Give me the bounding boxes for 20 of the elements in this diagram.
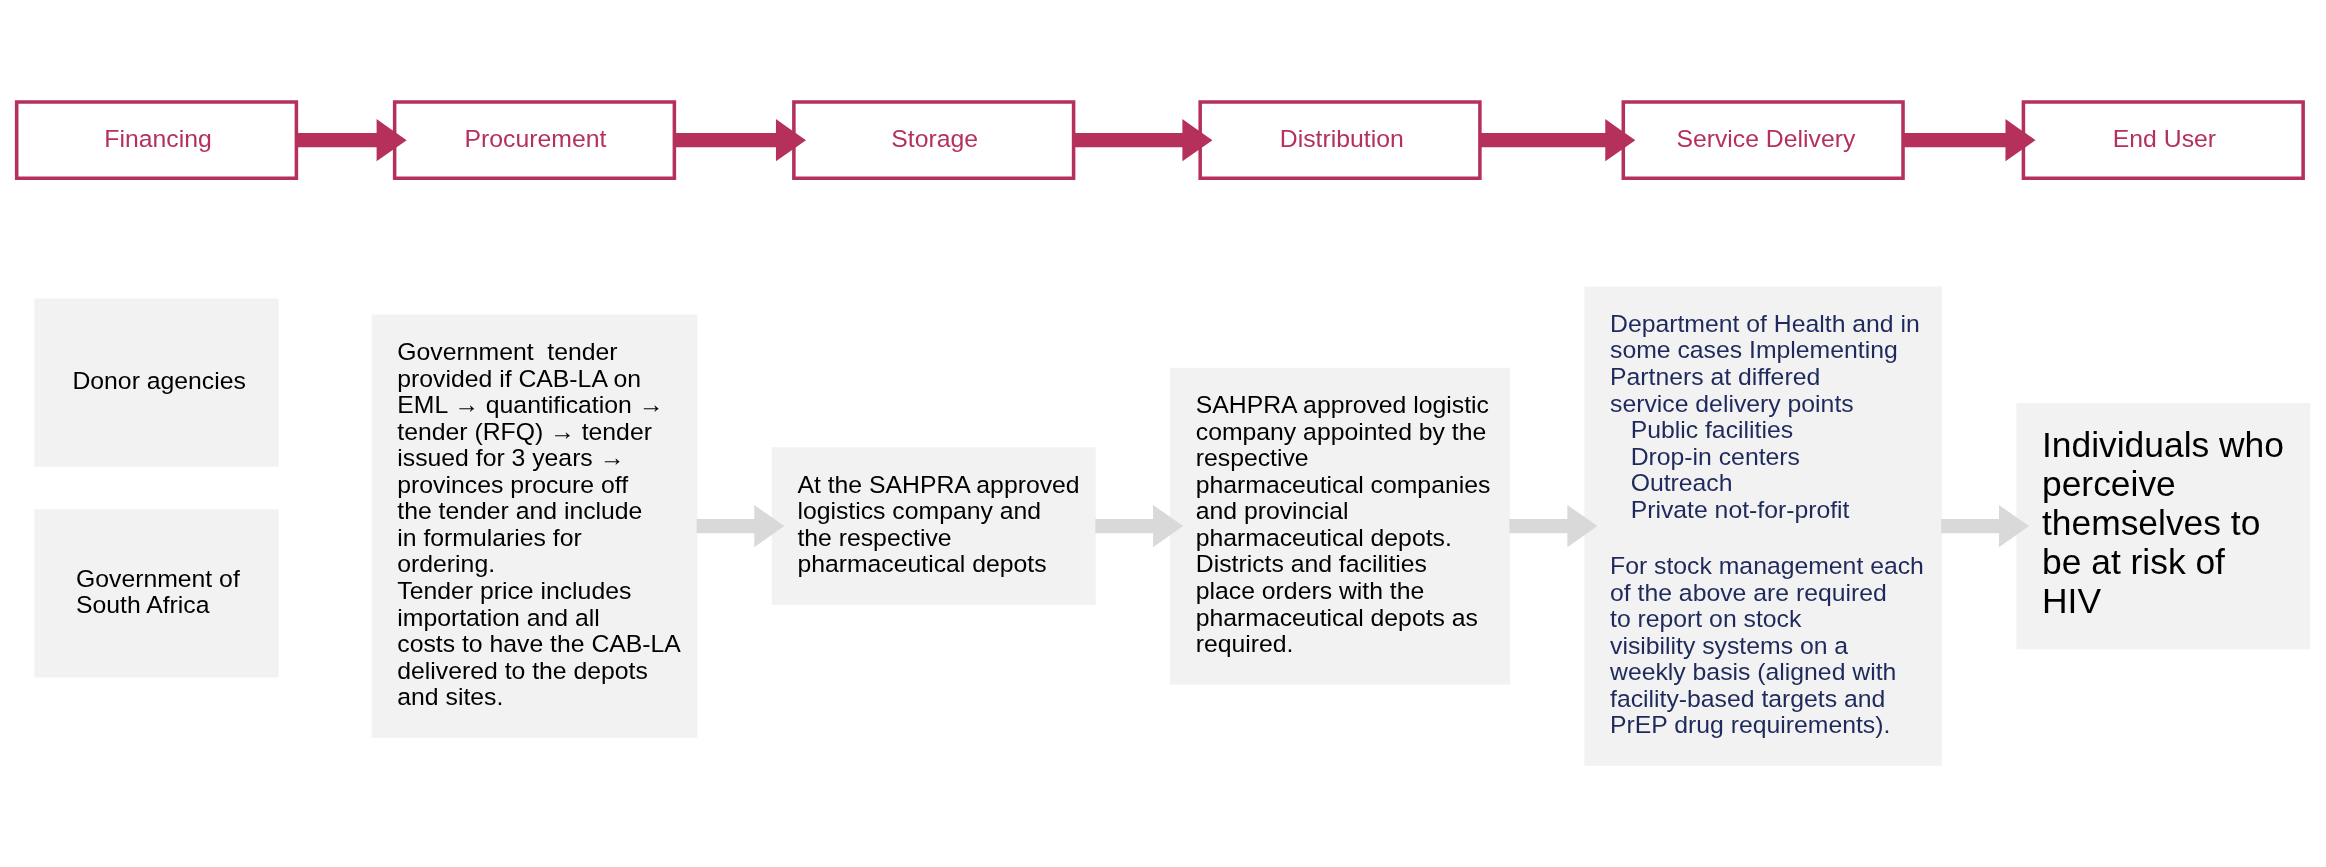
node-box: Individuals who perceive themselves to be at risk of HIV — [2016, 403, 2311, 650]
node-box: Storage — [792, 100, 1076, 180]
arrow — [1480, 119, 1636, 162]
arrow — [1074, 119, 1213, 162]
node-box: Department of Health and in some cases Implementing Partners at differed service delivery points Public facilities Drop-in centers Outreach Private not-for-profit For stock management each of the above are required to report on stock visibility systems on a weekly basis (aligned with facility-based targets and PrEP drug requirements). — [1584, 286, 1942, 766]
arrow — [674, 119, 806, 162]
node-box: Government tender provided if CAB-LA on EML → quantification → tender (RFQ) → tender issued for 3 years → provinces procure off the tender and include in formularies for ordering. Tender price includes importation and all costs to have the CAB-LA delivered to the depots and sites. — [371, 314, 698, 738]
arrow — [1941, 505, 2030, 548]
node-box: At the SAHPRA approved logistics company and the respective pharmaceutical depots — [771, 447, 1096, 605]
node-box: Service Delivery — [1621, 100, 1905, 180]
node-box: Procurement — [392, 100, 677, 180]
arrow — [296, 119, 407, 162]
arrow — [696, 505, 785, 548]
arrow — [1509, 505, 1598, 548]
node-box: End User — [2021, 100, 2305, 180]
node-box: Distribution — [1198, 100, 1482, 180]
arrow — [1903, 119, 2036, 162]
node-box: SAHPRA approved logistic company appointed by the respective pharmaceutical companies and provincial pharmaceutical depots. Districts and facilities place orders with the pharmaceutical depots as required. — [1170, 367, 1510, 685]
arrow — [1095, 505, 1184, 548]
node-box: Financing — [14, 100, 299, 180]
